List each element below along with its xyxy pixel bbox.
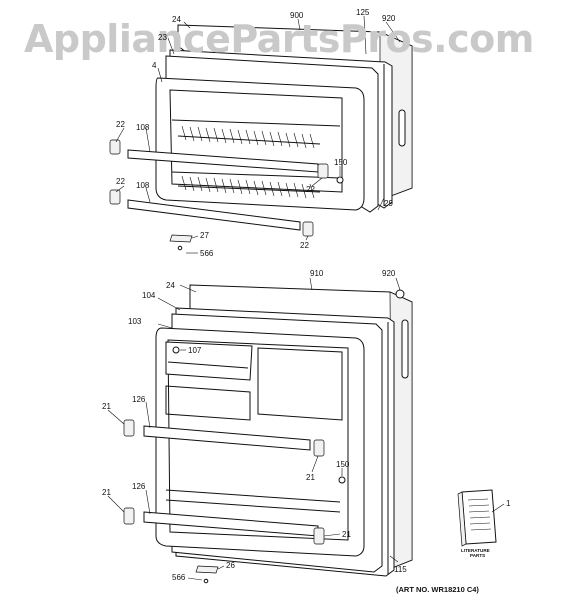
freezer-hinge-27 [169,234,193,243]
freezer-bracket-right-lower [302,221,314,237]
callout-21-right-upper: 21 [306,473,315,482]
freezer-door-assembly [109,24,413,251]
fresh-cap-920 [395,289,405,299]
callout-22-left-lower: 22 [116,177,125,186]
callout-920-bottom: 920 [382,269,396,278]
callout-29: 29 [384,199,393,208]
fresh-shelf-bar-upper [143,425,311,451]
callout-26: 26 [226,561,235,570]
callout-23: 23 [158,33,167,42]
fresh-part-150 [338,476,346,484]
callout-107: 107 [188,346,202,355]
callout-150-bottom: 150 [336,460,350,469]
callout-126-upper: 126 [132,395,146,404]
callout-22-right-upper: 22 [306,185,315,194]
fresh-bracket-left-upper [123,419,135,437]
booklet-spine [457,491,467,547]
fresh-bracket-left-lower [123,507,135,525]
freezer-handle-slot [398,109,406,147]
callout-108-upper: 108 [136,123,150,132]
callout-900: 900 [290,11,304,20]
callout-125: 125 [356,8,370,17]
callout-104: 104 [142,291,156,300]
callout-labels: 24 900 125 920 23 4 22 108 150 22 22 108… [102,8,511,582]
fresh-handle-slot [401,319,409,379]
freezer-bracket-left-upper [109,139,121,155]
callout-910: 910 [310,269,324,278]
callout-22-right-lower: 22 [300,241,309,250]
callout-27: 27 [200,231,209,240]
callout-21-right-lower: 21 [342,530,351,539]
freezer-shelf-bar-lower [127,199,301,231]
leader-lines [107,15,505,581]
fresh-hinge-26 [195,565,219,574]
fresh-food-door-assembly [123,284,413,584]
callout-1: 1 [506,499,511,508]
literature-label-line-2: PARTS [470,553,485,558]
callout-108-lower: 108 [136,181,150,190]
callout-566-bottom: 566 [172,573,186,582]
booklet-cover [461,489,497,545]
literature-label-line-1: LITERATURE [461,548,490,553]
freezer-shelf-grille-lower [181,175,315,199]
watermark-text: AppliancePartsPros.com [24,17,534,61]
callout-150-top: 150 [334,158,348,167]
freezer-shelf-grille-upper [181,125,315,149]
callout-115: 115 [394,565,407,574]
callout-21-left-lower: 21 [102,488,111,497]
callout-126-lower: 126 [132,482,146,491]
fresh-screw-566 [203,578,209,584]
callout-22-left-upper: 22 [116,120,125,129]
freezer-part-150 [336,176,344,184]
callout-21-left-upper: 21 [102,402,111,411]
callout-24-top: 24 [172,15,181,24]
literature-booklet: LITERATURE PARTS [457,489,497,558]
callout-566-top: 566 [200,249,214,258]
fresh-bracket-right-upper [313,439,325,457]
fresh-bracket-right-lower [313,527,325,545]
freezer-bracket-left-lower [109,189,121,205]
callout-920-top: 920 [382,14,396,23]
freezer-screw-566 [177,245,183,251]
callout-103: 103 [128,317,142,326]
freezer-bracket-right-upper [317,163,329,179]
dairy-compartment-107 [165,341,253,381]
art-number: (ART NO. WR18210 C4) [396,585,479,594]
callout-24-bottom: 24 [166,281,175,290]
callout-4: 4 [152,61,157,70]
